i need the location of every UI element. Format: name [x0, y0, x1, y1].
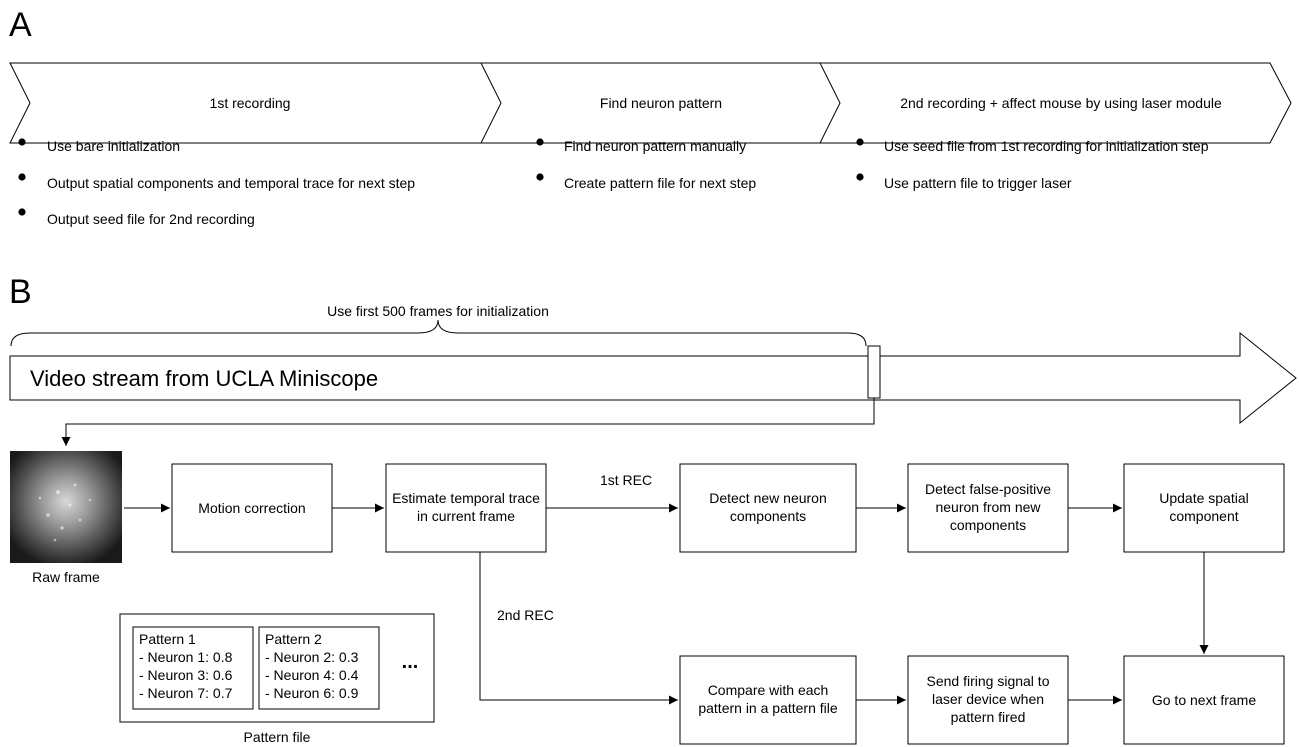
stream-label: Video stream from UCLA Miniscope — [30, 366, 378, 391]
arrow-estimate-to-compare — [479, 552, 678, 705]
bullet-text: Find neuron pattern manually — [564, 138, 746, 154]
edge-label-2nd-rec: 2nd REC — [497, 607, 554, 623]
bullet-text: Output seed file for 2nd recording — [47, 211, 255, 227]
stage-2-bullets: Find neuron pattern manually Create patt… — [536, 138, 756, 191]
estimate-trace-line-1: Estimate temporal trace — [392, 490, 540, 506]
bullet-text: Output spatial components and temporal t… — [47, 175, 415, 191]
stage-2-chevron: Find neuron pattern — [480, 62, 844, 144]
bullet-dot — [18, 208, 26, 216]
bullet-text: Create pattern file for next step — [564, 175, 756, 191]
detect-false-positive-box — [907, 463, 1069, 553]
detect-new-line-1: Detect new neuron — [709, 490, 827, 506]
pattern-more-ellipsis: ... — [402, 651, 419, 673]
pattern-1-line: - Neuron 1: 0.8 — [139, 649, 233, 665]
stage-3-bullets: Use seed file from 1st recording for ini… — [856, 138, 1209, 191]
bullet-dot — [18, 138, 26, 146]
stage-1-chevron: 1st recording — [9, 62, 506, 144]
pattern-2-box — [258, 626, 380, 710]
estimate-trace-line-2: in current frame — [417, 508, 515, 524]
pattern-1-title: Pattern 1 — [139, 631, 196, 647]
raw-frame-label: Raw frame — [32, 569, 100, 585]
bullet-dot — [856, 173, 864, 181]
bullet-dot — [856, 138, 864, 146]
update-spatial-line-2: component — [1169, 508, 1238, 524]
bullet-text: Use seed file from 1st recording for ini… — [884, 138, 1209, 154]
send-line-1: Send firing signal to — [927, 673, 1050, 689]
compare-line-1: Compare with each — [708, 682, 829, 698]
detect-new-neuron-box — [679, 463, 857, 553]
bullet-dot — [536, 138, 544, 146]
next-frame-text: Go to next frame — [1152, 692, 1256, 708]
stage-3-title: 2nd recording + affect mouse by using la… — [900, 95, 1222, 111]
stage-3-chevron: 2nd recording + affect mouse by using la… — [819, 62, 1292, 144]
arrow-stream-to-raw — [61, 398, 875, 446]
bullet-text: Use bare initialization — [47, 138, 180, 154]
pattern-2-title: Pattern 2 — [265, 631, 322, 647]
pattern-2-line: - Neuron 6: 0.9 — [265, 685, 359, 701]
stage-1-title: 1st recording — [210, 95, 291, 111]
update-spatial-line-1: Update spatial — [1159, 490, 1249, 506]
pattern-1-box — [132, 626, 254, 710]
edge-label-1st-rec: 1st REC — [600, 472, 652, 488]
bullet-dot — [18, 173, 26, 181]
send-line-3: pattern fired — [951, 709, 1026, 725]
pattern-1-line: - Neuron 7: 0.7 — [139, 685, 233, 701]
frame-marker — [867, 345, 881, 399]
send-line-2: laser device when — [932, 691, 1044, 707]
detect-new-line-2: components — [730, 508, 806, 524]
video-stream-arrow — [9, 331, 1297, 425]
pattern-file-label: Pattern file — [244, 729, 311, 745]
send-signal-box — [907, 655, 1069, 745]
init-brace — [10, 319, 867, 347]
pattern-2-line: - Neuron 2: 0.3 — [265, 649, 359, 665]
detect-fp-line-3: components — [950, 517, 1026, 533]
panel-a-label: A — [9, 6, 32, 44]
panel-b-label: B — [9, 273, 32, 311]
raw-frame-image — [10, 451, 122, 563]
compare-line-2: pattern in a pattern file — [698, 700, 838, 716]
motion-correction-text: Motion correction — [198, 500, 305, 516]
motion-correction-box — [171, 463, 333, 553]
estimate-trace-box — [385, 463, 547, 553]
compare-pattern-box — [679, 655, 857, 745]
bullet-dot — [536, 173, 544, 181]
stage-2-title: Find neuron pattern — [600, 95, 722, 111]
detect-fp-line-2: neuron from new — [935, 499, 1041, 515]
brace-label: Use first 500 frames for initialization — [327, 303, 549, 319]
stage-1-bullets: Use bare initialization Output spatial c… — [18, 138, 415, 227]
raw-frame-speckle — [38, 483, 92, 542]
pattern-1-line: - Neuron 3: 0.6 — [139, 667, 233, 683]
next-frame-box — [1123, 655, 1285, 745]
bullet-text: Use pattern file to trigger laser — [884, 175, 1072, 191]
pattern-2-line: - Neuron 4: 0.4 — [265, 667, 359, 683]
detect-fp-line-1: Detect false-positive — [925, 481, 1051, 497]
